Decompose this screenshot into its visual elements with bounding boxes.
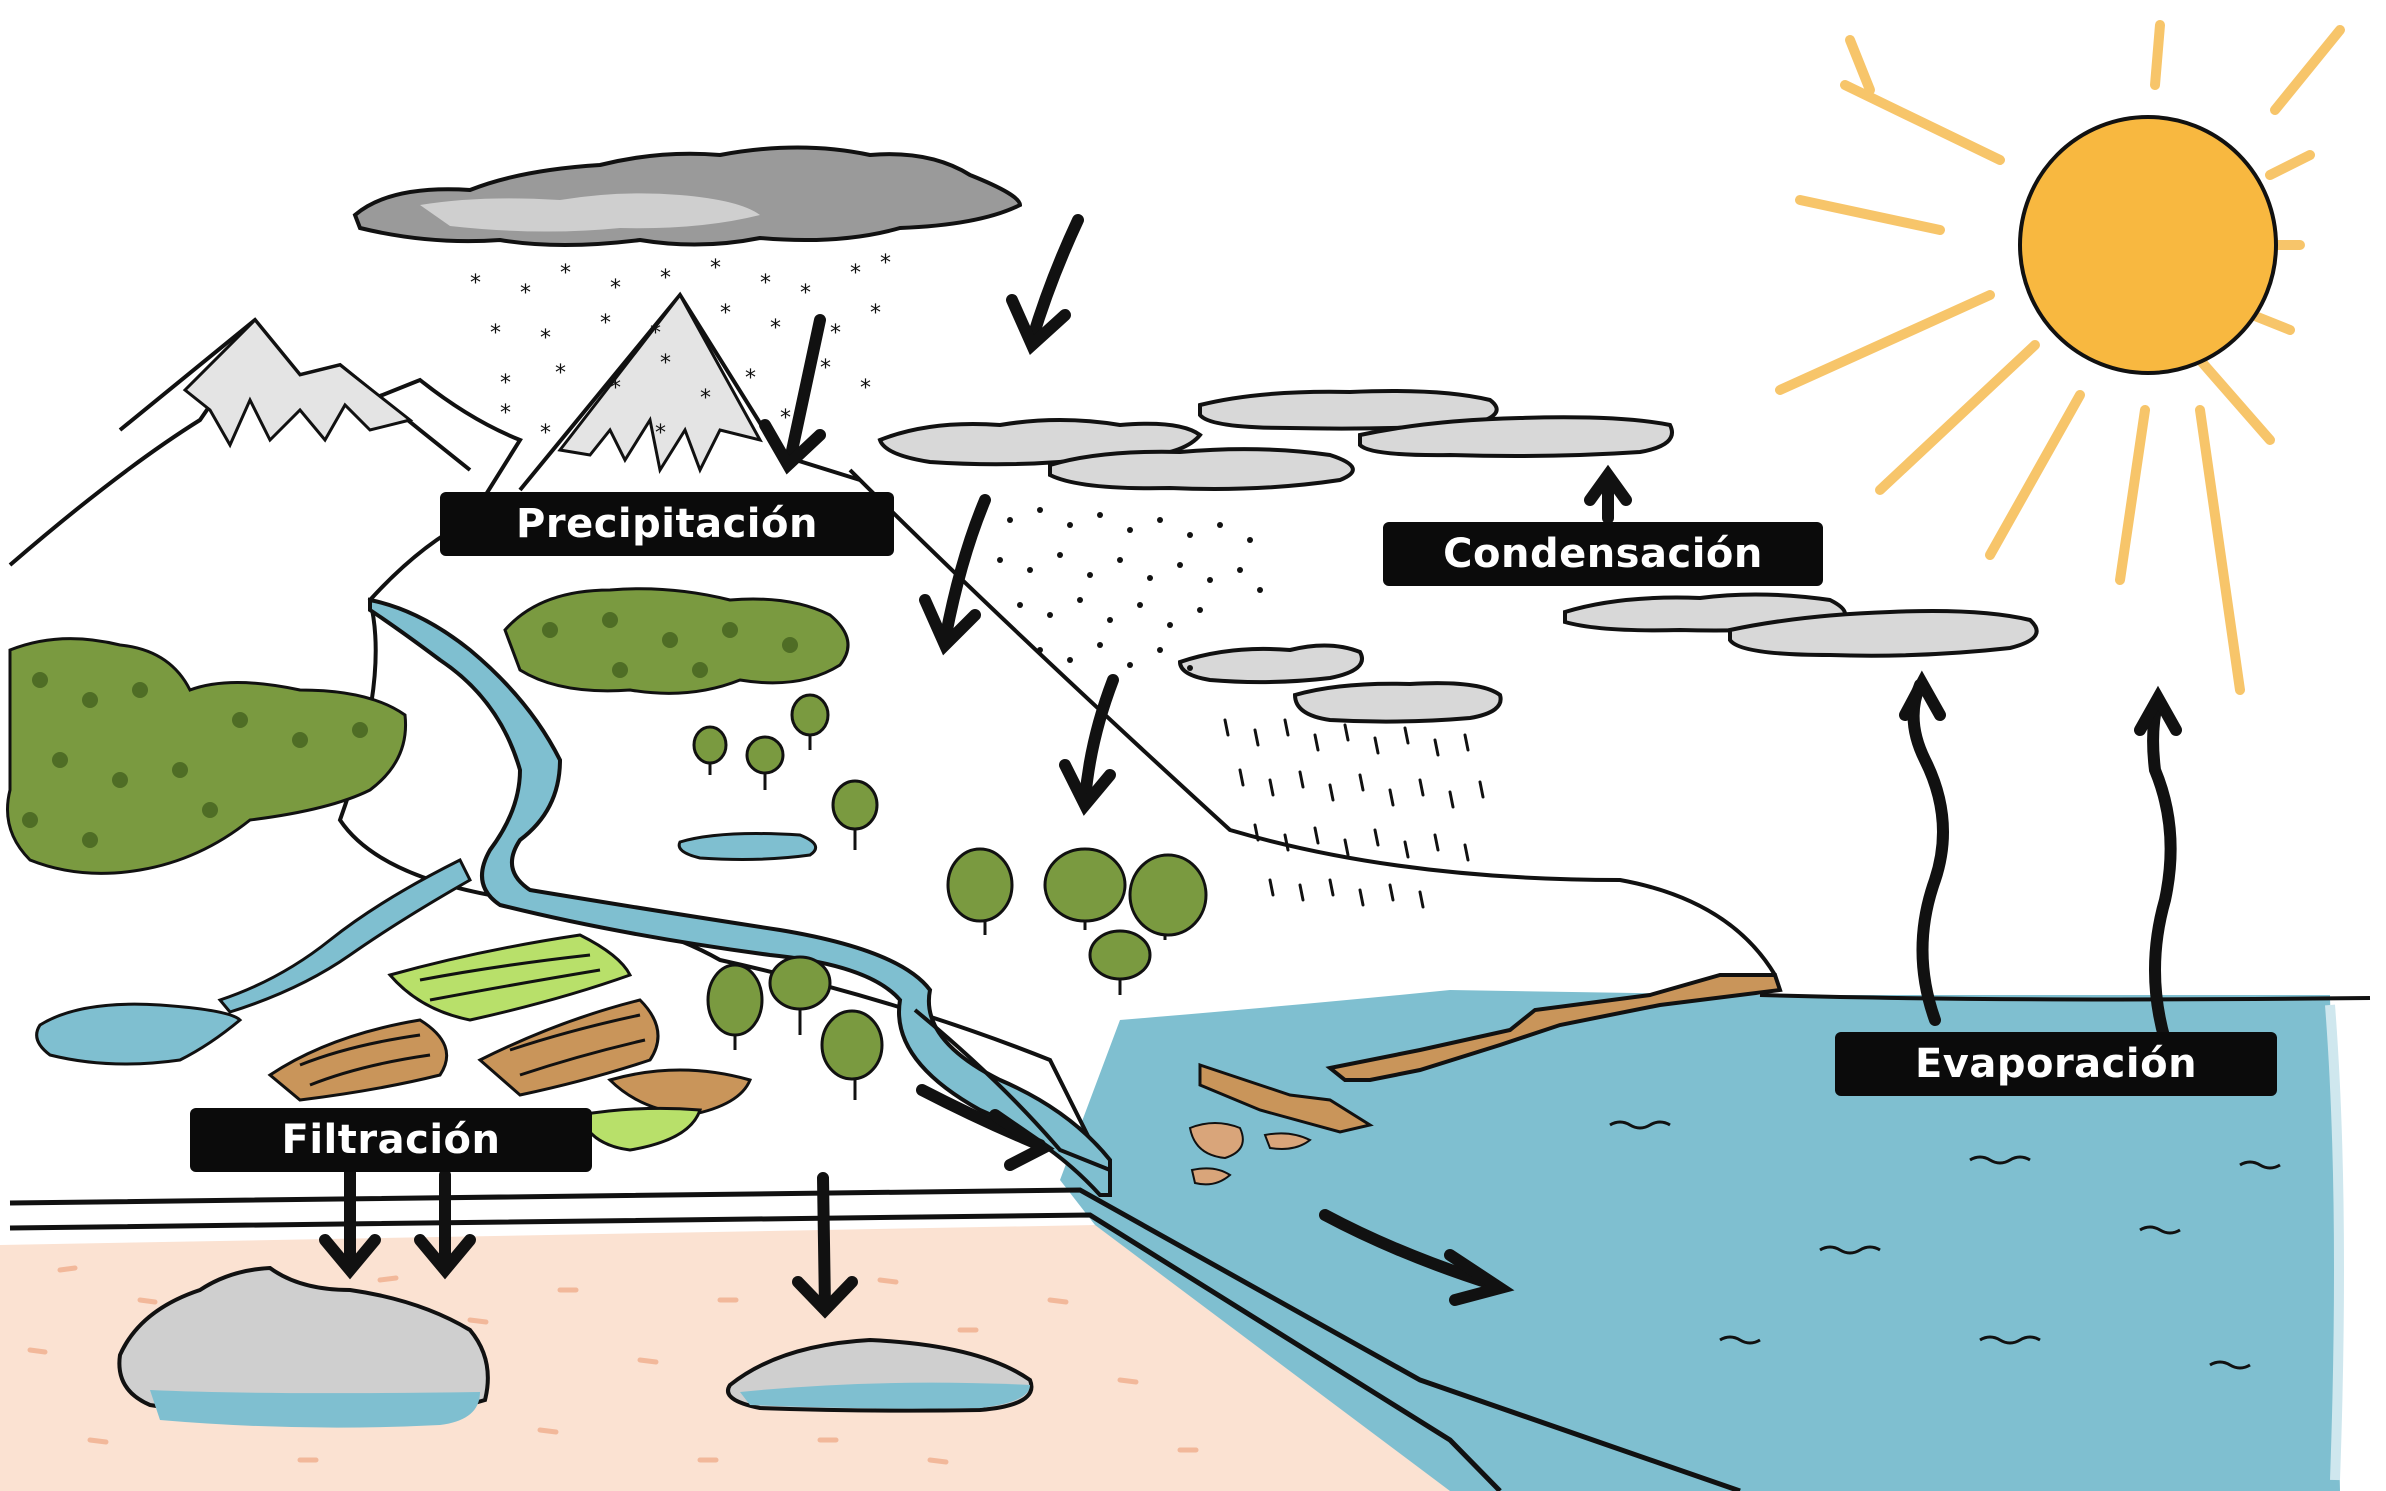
svg-text:*: * — [500, 371, 511, 396]
wave-marks — [1609, 1120, 2281, 1370]
fields — [267, 933, 753, 1152]
snowfall: * * * * * * * * * * * * * * * * * * * * * * * * * * * * * * — [470, 251, 891, 446]
svg-text:*: * — [560, 261, 571, 286]
sea — [1060, 990, 2340, 1491]
svg-text:*: * — [760, 271, 771, 296]
svg-text:*: * — [470, 271, 481, 296]
svg-text:*: * — [540, 326, 551, 351]
mountain-snow — [182, 317, 414, 449]
svg-text:*: * — [700, 386, 711, 411]
rain-drops — [977, 502, 1263, 671]
river-tributary — [217, 857, 472, 1014]
forest-left — [6, 637, 408, 875]
svg-text:*: * — [610, 376, 621, 401]
label-condensation: Condensación — [1383, 522, 1823, 586]
svg-text:*: * — [850, 261, 861, 286]
rock-icon — [1263, 1132, 1312, 1150]
rock-icon — [1188, 1122, 1244, 1160]
svg-text:*: * — [820, 356, 831, 381]
mountain-snow — [557, 292, 763, 474]
svg-text:*: * — [610, 276, 621, 301]
cloud-icon — [352, 145, 1023, 247]
lake-left — [35, 1002, 243, 1066]
svg-text:*: * — [490, 321, 501, 346]
svg-text:*: * — [745, 366, 756, 391]
coast-cliff-2 — [1198, 1062, 1374, 1134]
svg-text:*: * — [860, 376, 871, 401]
aquifer-water — [150, 1390, 480, 1428]
arrow-icon — [319, 214, 2182, 1319]
sun-icon — [1775, 20, 2345, 695]
river — [368, 597, 1112, 1197]
svg-text:*: * — [660, 266, 671, 291]
sea-right-edge — [2325, 1004, 2344, 1481]
svg-text:*: * — [830, 321, 841, 346]
svg-text:*: * — [600, 311, 611, 336]
svg-text:*: * — [655, 421, 666, 446]
coast-cliff — [1325, 973, 1783, 1082]
svg-text:*: * — [540, 421, 551, 446]
rain-streaks — [1223, 718, 1485, 909]
ground-surface-line-2 — [9, 1212, 1502, 1491]
svg-text:*: * — [660, 351, 671, 376]
svg-text:*: * — [770, 316, 781, 341]
svg-text:*: * — [800, 281, 811, 306]
svg-text:*: * — [500, 401, 511, 426]
tree-icon — [692, 693, 1208, 1100]
sea-horizon — [1759, 993, 2371, 1002]
aquifer-water — [740, 1382, 1030, 1409]
ground-surface-line — [9, 1187, 1741, 1491]
svg-text:*: * — [880, 251, 891, 276]
label-precipitation: Precipitación — [440, 492, 894, 556]
svg-text:*: * — [555, 361, 566, 386]
svg-text:*: * — [710, 256, 721, 281]
plain-outline — [913, 1008, 1111, 1172]
cloud-icon — [877, 389, 1674, 491]
pond — [677, 832, 818, 861]
mountain-icon — [518, 291, 861, 492]
svg-text:*: * — [780, 406, 791, 431]
svg-text:*: * — [870, 301, 881, 326]
svg-text:*: * — [720, 301, 731, 326]
svg-text:*: * — [520, 281, 531, 306]
tree-dots — [22, 612, 798, 848]
svg-text:*: * — [650, 321, 661, 346]
rock-icon — [1190, 1167, 1232, 1186]
hill-slope — [848, 468, 1777, 977]
label-filtration: Filtración — [190, 1108, 592, 1172]
cloud-icon — [1563, 592, 2039, 658]
label-evaporation: Evaporación — [1835, 1032, 2277, 1096]
cloud-icon — [1177, 643, 1503, 724]
